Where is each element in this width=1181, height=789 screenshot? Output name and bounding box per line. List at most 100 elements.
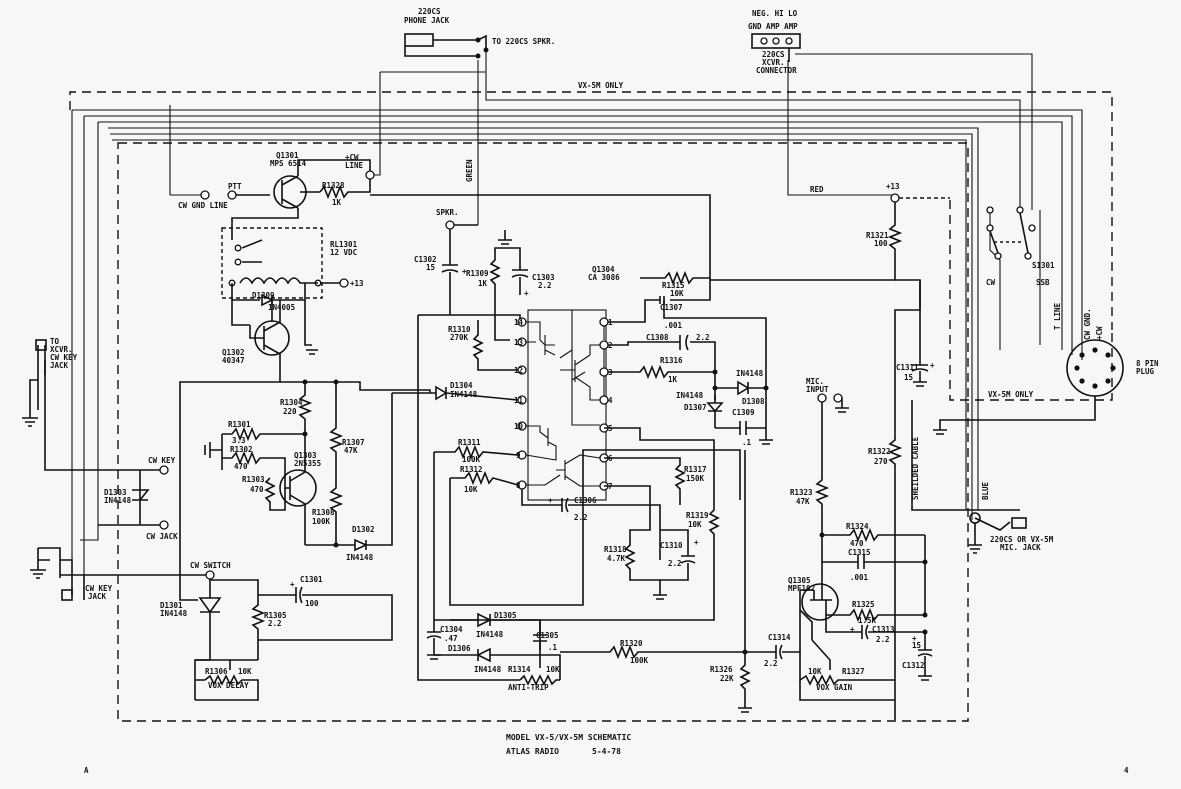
r1316-value: 1K	[668, 375, 678, 384]
r1315-ref: R1315	[662, 281, 685, 290]
cw-gnd-line-terminal[interactable]	[200, 190, 210, 200]
mic-jack-label-0: 220CS OR VX-5M	[990, 535, 1054, 544]
d1306-ref: D1306	[448, 644, 471, 653]
r1317-value: 150K	[686, 474, 705, 483]
cw-key-terminals: CW KEY CW JACK D1303 IN4148 CW SWITCH	[84, 456, 231, 580]
ptt-terminal[interactable]	[227, 190, 237, 200]
switch-s1301[interactable]: CW SSB S1301	[986, 206, 1055, 287]
xcvr-top-label: NEG. HI LO	[752, 9, 798, 18]
to-xcvr-label-1: XCVR.	[50, 345, 73, 354]
r1302-value: 470	[234, 462, 248, 471]
r1302-ref: R1302	[230, 445, 253, 454]
pin-14: 14	[514, 318, 524, 327]
page-mark-right: 4	[1124, 766, 1129, 775]
c1309-ref: C1309	[732, 408, 755, 417]
cw-key-jack[interactable]: CW KEY JACK	[30, 547, 113, 601]
board-outline	[117, 142, 969, 722]
q1302-ref: Q1302	[222, 348, 245, 357]
q1303-section: R1304 220 R1301 3.3 R1302 470 R1303 470 …	[179, 365, 431, 601]
d1308-type: IN4148	[736, 369, 764, 378]
r1322-value: 270	[874, 457, 888, 466]
c1306-ref: C1306	[574, 496, 597, 505]
green-wire-label: GREEN	[465, 159, 474, 182]
cw-jack-terminal[interactable]	[159, 520, 169, 530]
xcvr-cw-key-jack[interactable]: TO XCVR. CW KEY JACK	[22, 337, 160, 471]
cw-gnd-pin-label: CW GND.	[1083, 308, 1092, 340]
page-mark-left: A	[84, 766, 89, 775]
plus-cw-pin-label: +CW	[1095, 326, 1104, 340]
r1304-ref: R1304	[280, 398, 303, 407]
shielded-label: SHEILDED CABLE	[911, 436, 920, 500]
r1325-value: 1.5K	[858, 616, 877, 625]
cw-gnd-line-label: CW GND LINE	[178, 201, 228, 210]
eight-pin-plug[interactable]: 8 PIN PLUG T LINE CW GND. +CW	[933, 302, 1159, 435]
mic-label: MIC.	[806, 377, 824, 386]
spkr-label: SPKR.	[436, 208, 459, 217]
svg-text:+: +	[930, 361, 935, 370]
svg-text:+: +	[462, 267, 467, 276]
r1320-ref: R1320	[620, 639, 643, 648]
d1304-value: IN4148	[450, 390, 478, 399]
r1321-value: 100	[874, 239, 888, 248]
xcvr-name3: CONNECTOR	[756, 66, 797, 75]
d1301-value: IN4148	[160, 609, 188, 618]
xcvr-connector[interactable]: NEG. HI LO GND AMP AMP 220CS XCVR. CONNE…	[748, 9, 801, 75]
relay-plus13: +13	[350, 279, 364, 288]
ic-right-network: R1315 10K C1307 .001 C1308 2.2 R1316 1K …	[608, 270, 773, 447]
pin-4: 4	[608, 396, 613, 405]
q1303-value: 2N5355	[294, 459, 321, 468]
r1327-value: 10K	[808, 667, 822, 676]
pin-8: 8	[516, 481, 521, 490]
svg-text:+: +	[548, 496, 553, 505]
r1314-ref: R1314	[508, 665, 531, 674]
c1315-ref: C1315	[848, 548, 871, 557]
r1311-ref: R1311	[458, 438, 481, 447]
c1302-value: 15	[426, 263, 435, 272]
r1301-value: 3.3	[232, 436, 246, 445]
r1323-value: 47K	[796, 497, 810, 506]
d1309-ref: D1309	[252, 291, 275, 300]
d1307-type: IN4148	[676, 391, 704, 400]
c1303-value: 2.2	[538, 281, 552, 290]
phone-jack-label: 220CS	[418, 7, 441, 16]
r1312-ref: R1312	[460, 465, 483, 474]
cw-switch-terminal[interactable]	[205, 570, 215, 580]
c1307-value: .001	[664, 321, 683, 330]
spkr-terminal[interactable]	[445, 220, 455, 230]
harness-wires	[71, 50, 1083, 575]
d1304-diode: D1304 IN4148	[392, 381, 519, 401]
to-spkr-label: TO 220CS SPKR.	[492, 37, 555, 46]
svg-text:+: +	[912, 634, 917, 643]
relay-rl1301: +13 RL1301 12 VDC D1309 1N4005	[221, 227, 364, 355]
pin-9: 9	[516, 451, 521, 460]
r1303-ref: R1303	[242, 475, 265, 484]
anti-trip-section: C1304 .47 D1305 IN4148 D1306 IN4148 C130…	[426, 450, 801, 713]
mic-jack[interactable]: 220CS OR VX-5M MIC. JACK	[968, 509, 1054, 554]
pin-plug-label-0: 8 PIN	[1136, 359, 1159, 368]
d1301-ref: D1301	[160, 601, 183, 610]
cw-key-jack-label-1: JACK	[88, 592, 107, 601]
c1307-ref: C1307	[660, 303, 683, 312]
cw-key-terminal[interactable]	[159, 465, 169, 475]
r1305-ref: R1305	[264, 611, 287, 620]
r1307-value: 47K	[344, 446, 358, 455]
r1320-value: 100K	[630, 656, 649, 665]
c1312-value: 15	[912, 641, 921, 650]
phone-jack[interactable]: 220CS PHONE JACK TO 220CS SPKR.	[404, 7, 555, 59]
vx5m-only-top-label: VX-5M ONLY	[578, 81, 624, 90]
pin-12: 12	[514, 366, 523, 375]
q1302-value: 40347	[222, 356, 245, 365]
cw-key-label: CW KEY	[148, 456, 176, 465]
schematic-date: 5-4-78	[592, 747, 621, 756]
svg-text:+: +	[850, 625, 855, 634]
vx5m-only-right-label: VX-5M ONLY	[988, 390, 1034, 399]
d1303-value: IN4148	[104, 496, 132, 505]
r1317-ref: R1317	[684, 465, 707, 474]
mic-input-terminal[interactable]	[817, 393, 827, 403]
vox-delay-label: VOX DELAY	[208, 681, 249, 690]
r1324-value: 470	[850, 539, 864, 548]
r1304-value: 220	[283, 407, 297, 416]
r1318-value: 4.7K	[607, 554, 626, 563]
c1309-value: .1	[742, 438, 752, 447]
c1301-value: 100	[305, 599, 319, 608]
